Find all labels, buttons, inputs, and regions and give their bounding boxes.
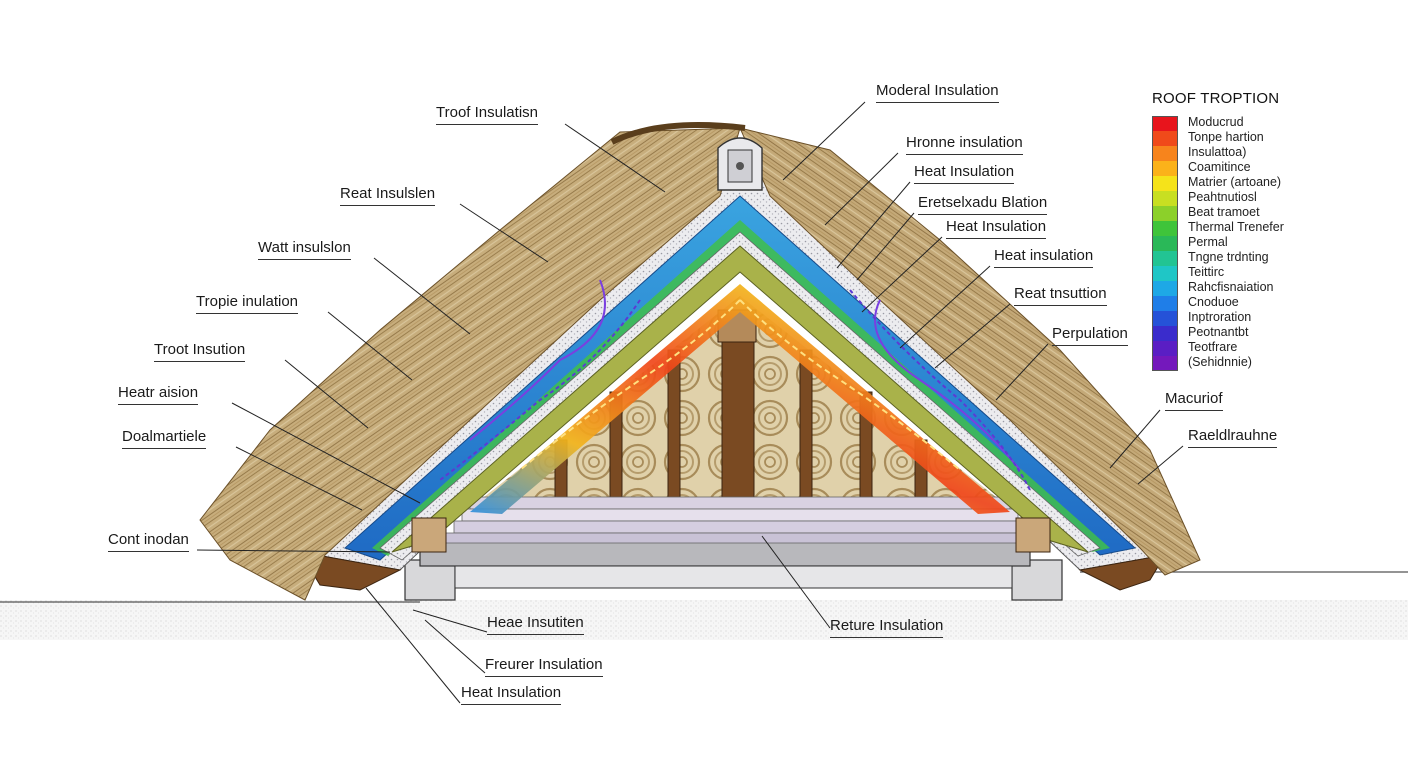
legend-item-label: Tngne trdnting	[1188, 250, 1269, 264]
legend-item: Teotfrare	[1152, 340, 1392, 356]
legend-item: Thermal Trenefer	[1152, 220, 1392, 236]
legend-swatch	[1152, 131, 1178, 146]
label-troof-insulatisn: Troof Insulatisn	[436, 104, 538, 125]
label-heat-insulation-2: Heat Insulation	[946, 218, 1047, 239]
legend-item: Teittirc	[1152, 265, 1392, 281]
legend-swatch	[1152, 176, 1178, 191]
legend-item-label: Thermal Trenefer	[1188, 220, 1284, 234]
label-watt-insulslon: Watt insulslon	[258, 239, 351, 260]
legend-item: Matrier (artoane)	[1152, 175, 1392, 191]
legend-swatch	[1152, 236, 1178, 251]
legend-title: ROOF TROPTION	[1152, 90, 1280, 107]
legend-swatch	[1152, 296, 1178, 311]
legend-item-label: Moducrud	[1188, 115, 1244, 129]
legend-item: Inptroration	[1152, 310, 1392, 326]
legend-item: Insulattoa)	[1152, 145, 1392, 161]
legend-swatch	[1152, 191, 1178, 206]
legend-item: Tonpe hartion	[1152, 130, 1392, 146]
legend-item-label: Matrier (artoane)	[1188, 175, 1282, 189]
legend-item-label: Permal	[1188, 235, 1228, 249]
legend-item: Rahcfisnaiation	[1152, 280, 1392, 296]
legend-swatch	[1152, 146, 1178, 161]
legend-item: Tngne trdnting	[1152, 250, 1392, 266]
legend-swatch	[1152, 326, 1178, 341]
legend-item-label: Peotnantbt	[1188, 325, 1249, 339]
legend-swatch	[1152, 206, 1178, 221]
legend-item: Cnoduoe	[1152, 295, 1392, 311]
legend-item: Moducrud	[1152, 115, 1392, 131]
legend-swatch	[1152, 281, 1178, 296]
legend-item-label: Rahcfisnaiation	[1188, 280, 1274, 294]
legend-item-label: Teotfrare	[1188, 340, 1238, 354]
legend-item-label: Tonpe hartion	[1188, 130, 1264, 144]
label-troot-insution: Troot Insution	[154, 341, 246, 362]
heat-flow-arrows	[439, 279, 1031, 491]
legend-swatch	[1152, 116, 1178, 131]
label-moderal-insulation: Moderal Insulation	[876, 82, 999, 103]
foundation	[404, 541, 1063, 601]
label-tropie-inulation: Tropie inulation	[196, 293, 299, 314]
label-heae-insutiten: Heae Insutiten	[487, 614, 584, 635]
legend-item: Peotnantbt	[1152, 325, 1392, 341]
legend-item-label: Beat tramoet	[1188, 205, 1260, 219]
leader-lines	[196, 101, 1184, 704]
ridge-vent	[717, 137, 763, 191]
legend-item: (Sehidnnie)	[1152, 355, 1392, 371]
label-cont-inodan: Cont inodan	[108, 531, 189, 552]
label-hronne-insulation: Hronne insulation	[906, 134, 1023, 155]
legend-item-label: Teittirc	[1188, 265, 1225, 279]
legend-item-label: Inptroration	[1188, 310, 1252, 324]
legend-item-label: (Sehidnnie)	[1188, 355, 1252, 369]
label-reat-insulslen: Reat Insulslen	[340, 185, 436, 206]
legend-item: Permal	[1152, 235, 1392, 251]
label-raeldlrauhne: Raeldlrauhne	[1188, 427, 1278, 448]
legend-swatch	[1152, 341, 1178, 356]
legend-swatch	[1152, 311, 1178, 326]
label-heatr-aision: Heatr aision	[118, 384, 199, 405]
label-reat-tnsuttion: Reat tnsuttion	[1014, 285, 1107, 306]
ground	[0, 600, 1408, 640]
legend-swatch	[1152, 356, 1178, 371]
legend-swatch	[1152, 161, 1178, 176]
label-perpulation: Perpulation	[1052, 325, 1128, 346]
label-macuriof: Macuriof	[1165, 390, 1223, 411]
label-reture-insulation: Reture Insulation	[830, 617, 944, 638]
label-heat-insulation-bottom: Heat Insulation	[461, 684, 562, 705]
label-freurer-insulation: Freurer Insulation	[485, 656, 603, 677]
legend-swatch	[1152, 266, 1178, 281]
label-doalmartiele: Doalmartiele	[122, 428, 207, 449]
label-eretselxadu-blation: Eretselxadu Blation	[918, 194, 1048, 215]
legend-item-label: Insulattoa)	[1188, 145, 1247, 159]
floor-insulation	[445, 496, 1035, 544]
legend-item-label: Coamitince	[1188, 160, 1251, 174]
legend-swatch	[1152, 251, 1178, 266]
legend-item-label: Peahtnutiosl	[1188, 190, 1257, 204]
legend-item: Beat tramoet	[1152, 205, 1392, 221]
legend-swatch	[1152, 221, 1178, 236]
legend-item: Coamitince	[1152, 160, 1392, 176]
legend-item: Peahtnutiosl	[1152, 190, 1392, 206]
label-heat-insulation-3: Heat insulation	[994, 247, 1094, 268]
label-heat-insulation-1: Heat Insulation	[914, 163, 1015, 184]
legend-item-label: Cnoduoe	[1188, 295, 1239, 309]
